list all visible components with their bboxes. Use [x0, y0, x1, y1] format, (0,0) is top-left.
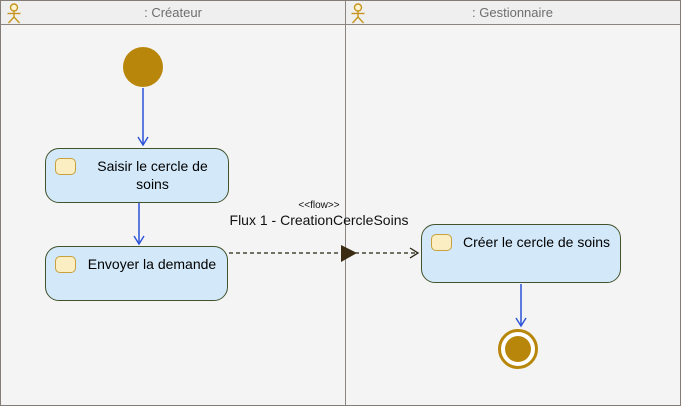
action-icon	[55, 256, 76, 273]
lane-title-createur: : Créateur	[144, 5, 202, 20]
activity-final-node[interactable]	[498, 329, 538, 369]
action-icon	[55, 158, 76, 175]
lane-header-gestionnaire[interactable]: : Gestionnaire	[345, 1, 680, 25]
lane-title-gestionnaire: : Gestionnaire	[472, 5, 553, 20]
activity-label: Envoyer la demande	[87, 256, 217, 272]
activity-label: Saisir le cercle de soins	[97, 158, 208, 193]
flow-name: Flux 1 - CreationCercleSoins	[229, 212, 409, 228]
lane-divider	[345, 1, 346, 405]
activity-label: Créer le cercle de soins	[462, 234, 611, 250]
flow-stereotype: <<flow>>	[298, 200, 340, 211]
activity-envoyer-demande[interactable]: Envoyer la demande	[45, 246, 228, 301]
arrowhead-open-icon	[409, 247, 420, 259]
lane-header-createur[interactable]: : Créateur	[1, 1, 345, 25]
arrowhead-open-icon	[515, 317, 527, 328]
arrowhead-open-icon	[133, 235, 145, 246]
lane-crossing-marker-icon	[341, 245, 357, 262]
action-icon	[431, 234, 452, 251]
initial-node[interactable]	[123, 47, 163, 87]
flow-edge-label: <<flow>> Flux 1 - CreationCercleSoins	[224, 200, 414, 228]
final-node-inner-circle	[505, 336, 531, 362]
activity-creer-cercle[interactable]: Créer le cercle de soins	[421, 224, 621, 283]
arrowhead-open-icon	[137, 136, 149, 147]
actor-icon	[7, 3, 21, 24]
actor-icon	[351, 3, 365, 24]
activity-saisir-cercle[interactable]: Saisir le cercle de soins	[45, 148, 229, 203]
